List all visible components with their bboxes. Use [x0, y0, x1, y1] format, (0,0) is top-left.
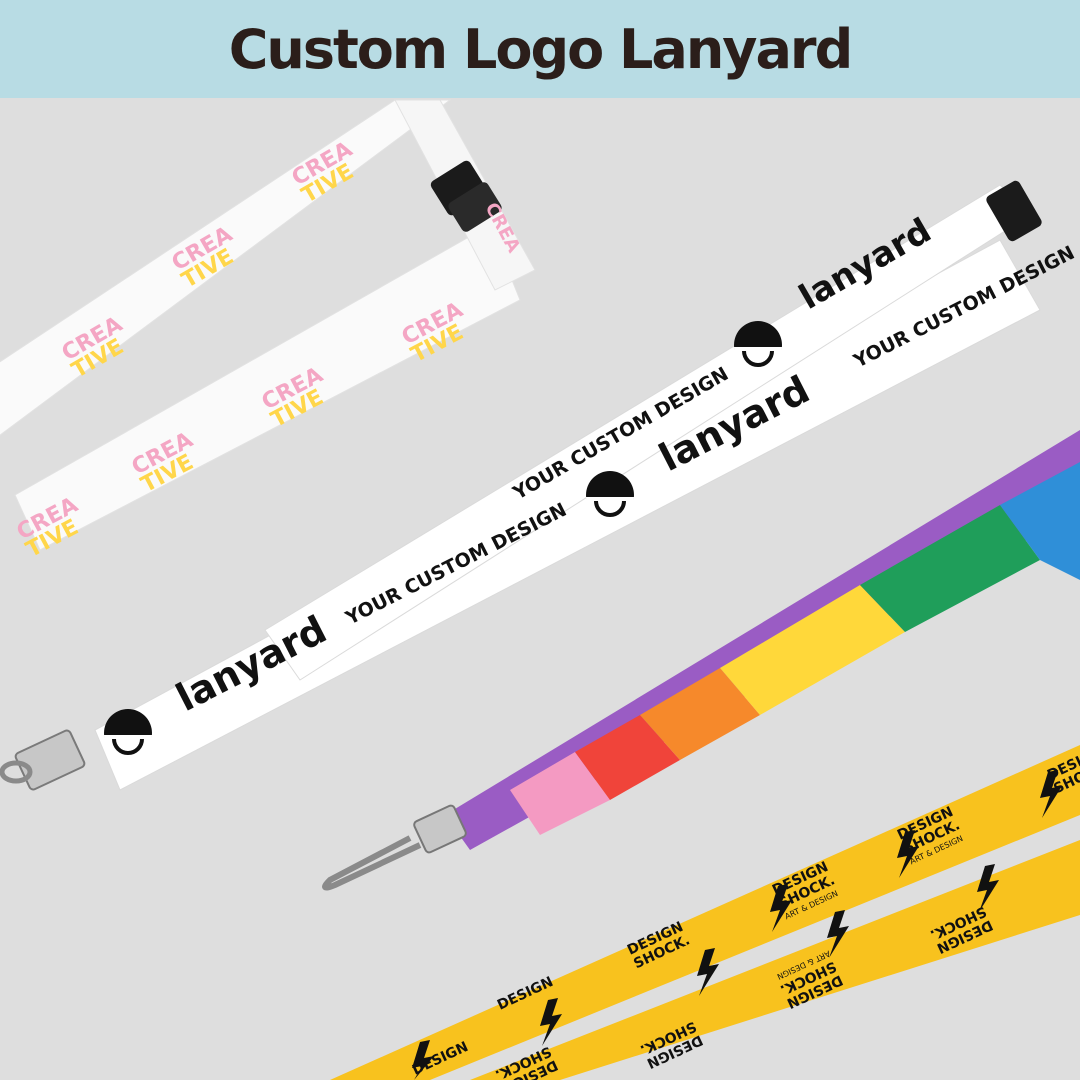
- white-clip-hook: [0, 729, 86, 791]
- lightning-bolt-icon: [1040, 770, 1062, 818]
- creative-strap-lower: [14, 224, 521, 551]
- rainbow-stripe-yellow: [720, 585, 905, 715]
- rainbow-lanyard: [322, 430, 1080, 891]
- lightning-bolt-icon: [897, 830, 919, 878]
- white-buckle: [986, 180, 1042, 242]
- creative-lanyard: CREA TIVE CREA TIVE CREA TIVE CREA TIVE …: [0, 99, 536, 563]
- rainbow-stripe-pink: [510, 752, 610, 835]
- lightning-bolt-icon: [977, 864, 999, 912]
- rainbow-stripe-blue: [1000, 462, 1080, 580]
- smile-circle-icon: [104, 709, 152, 759]
- yellow-lanyard: DESIGN SHOCK. DESIGN SHOCK. ART & DESIGN…: [330, 744, 1080, 1080]
- rainbow-stripe-orange: [640, 668, 760, 760]
- rainbow-clip-hook: [322, 804, 467, 891]
- lightning-bolt-icon: [827, 910, 849, 958]
- title-banner: Custom Logo Lanyard: [0, 0, 1080, 98]
- creative-strap-upper: [0, 99, 452, 436]
- lightning-bolt-icon: [697, 948, 719, 996]
- lightning-bolt-icon: [770, 884, 792, 932]
- safety-buckle: [430, 160, 502, 232]
- banner-title: Custom Logo Lanyard: [228, 17, 853, 81]
- yellow-strap-lower: [470, 840, 1080, 1080]
- rainbow-stripe-green: [860, 505, 1040, 632]
- smile-circle-icon: [734, 321, 782, 371]
- smile-circle-icon: [586, 471, 634, 521]
- yellow-strap-upper: [330, 745, 1080, 1080]
- lightning-bolt-icon: [412, 1040, 434, 1080]
- lightning-bolt-icon: [540, 998, 562, 1046]
- rainbow-stripe-red: [575, 715, 680, 800]
